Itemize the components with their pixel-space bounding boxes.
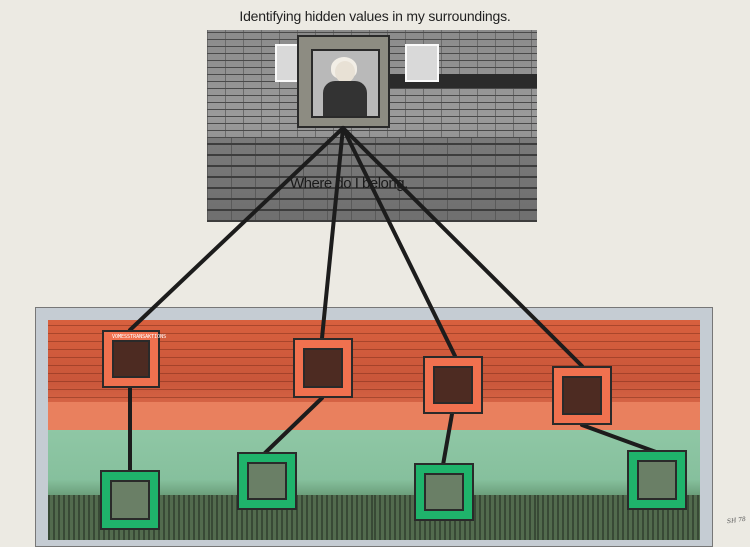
connector-line-3 bbox=[341, 126, 457, 358]
orange-frame-4 bbox=[552, 366, 612, 425]
connector-line-4 bbox=[341, 126, 584, 368]
green-frame-3 bbox=[414, 463, 474, 521]
green-photo-3 bbox=[374, 430, 537, 540]
orange-frame-2 bbox=[293, 338, 353, 398]
connector-line-6 bbox=[263, 396, 324, 455]
green-frame-1 bbox=[100, 470, 160, 530]
connector-line-2 bbox=[320, 126, 345, 340]
connector-line-1 bbox=[128, 126, 345, 332]
window bbox=[405, 44, 439, 82]
connector-lines bbox=[128, 126, 658, 472]
portrait-photo bbox=[311, 49, 380, 118]
orange-frame-1: VOMESSTRANSAKTIONS bbox=[102, 330, 166, 388]
roof-tiles bbox=[207, 138, 537, 222]
green-frame-4 bbox=[627, 450, 687, 510]
person-body bbox=[323, 81, 367, 116]
artwork-title: Identifying hidden values in my surround… bbox=[239, 8, 511, 24]
person-head bbox=[335, 61, 355, 83]
green-frame-2 bbox=[237, 452, 297, 510]
orange-frame-3 bbox=[423, 356, 483, 414]
sign-text: VOMESSTRANSAKTIONS bbox=[112, 334, 167, 340]
connector-line-7 bbox=[441, 412, 454, 467]
connector-line-8 bbox=[580, 423, 658, 454]
caption-where-do-i-belong: Where do I belong. bbox=[290, 175, 408, 192]
